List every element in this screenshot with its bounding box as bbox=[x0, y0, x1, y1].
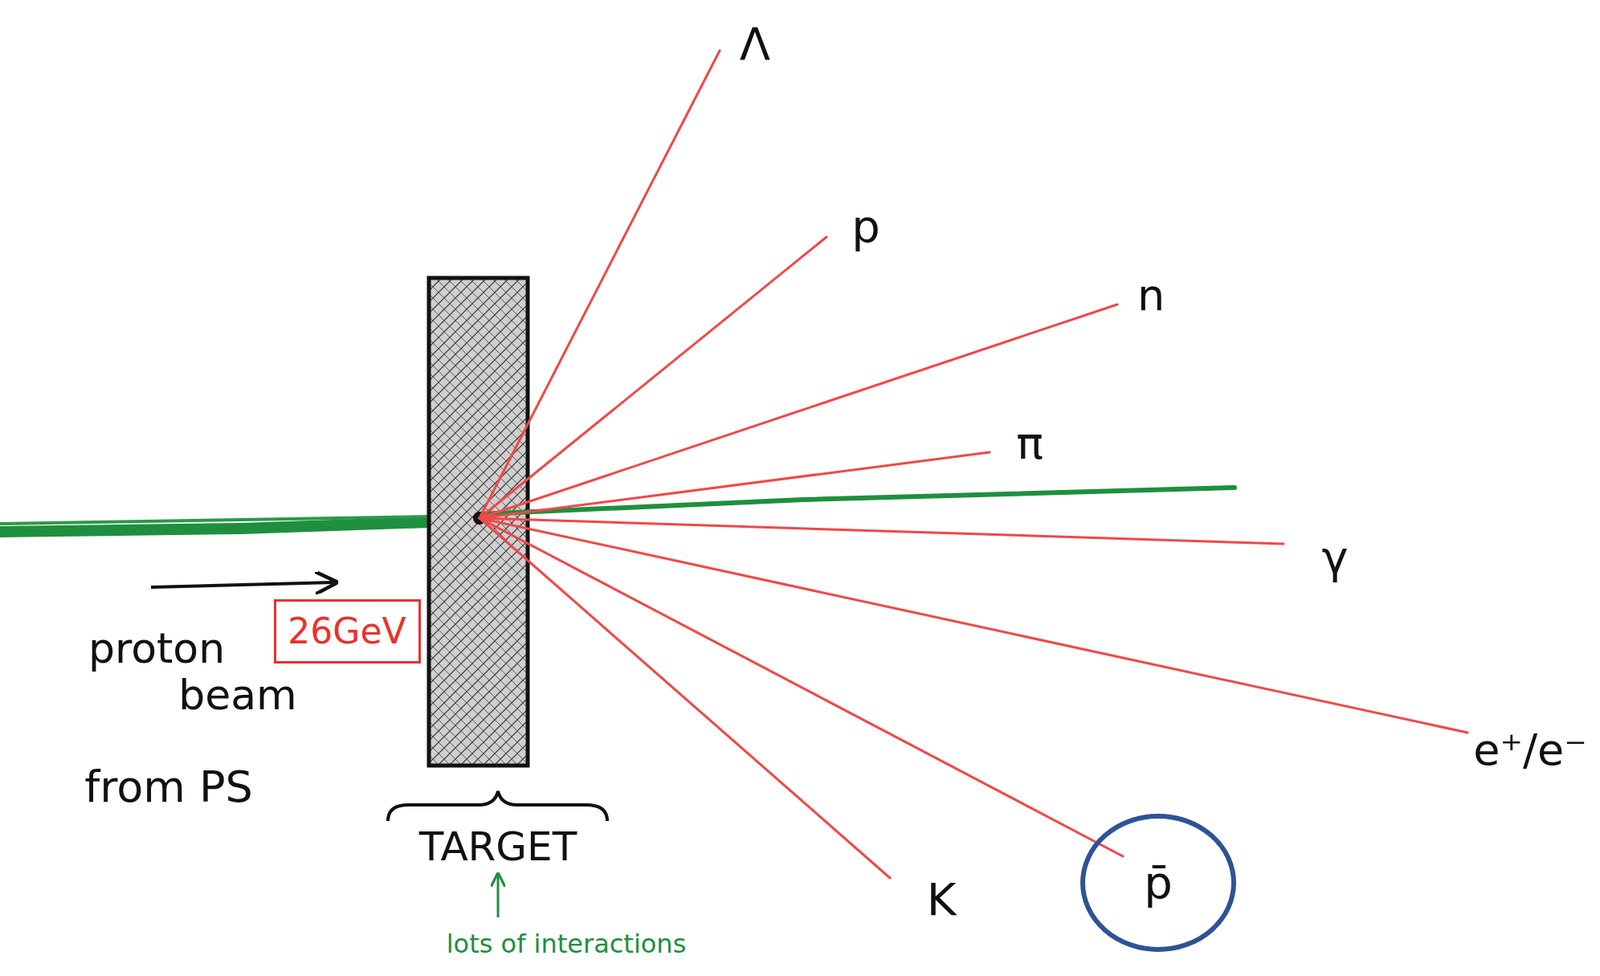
target-block bbox=[428, 277, 528, 766]
particle-label: p bbox=[851, 201, 881, 252]
target-label: TARGET bbox=[419, 824, 577, 870]
beam-label: proton bbox=[88, 625, 225, 672]
beam-label: beam bbox=[178, 672, 298, 719]
energy-box: 26GeV bbox=[273, 599, 421, 664]
particle-label: π bbox=[1016, 418, 1044, 469]
highlight-circle: p̄ bbox=[1079, 812, 1237, 953]
particle-label: γ bbox=[1321, 532, 1348, 583]
particle-label: Λ bbox=[739, 19, 771, 70]
particle-track bbox=[479, 304, 1118, 519]
pointer-arrow bbox=[497, 875, 500, 918]
particle-track bbox=[479, 236, 827, 519]
proton-beam bbox=[479, 487, 1235, 515]
particle-track bbox=[479, 518, 1468, 733]
note-label: lots of interactions bbox=[446, 930, 687, 959]
particle-label: e⁺/e⁻ bbox=[1473, 726, 1588, 774]
circle-outline bbox=[1082, 816, 1234, 950]
proton-beam bbox=[0, 516, 429, 524]
particle-track bbox=[479, 50, 720, 519]
brace bbox=[387, 791, 608, 821]
particle-track bbox=[479, 452, 990, 519]
particle-label: n bbox=[1137, 271, 1165, 319]
particle-track bbox=[479, 518, 1284, 544]
direction-arrow bbox=[151, 582, 334, 588]
node-text: 26GeV bbox=[287, 612, 406, 651]
node-text: p̄ bbox=[1143, 857, 1173, 908]
source-label: from PS bbox=[84, 763, 254, 811]
particle-label: K bbox=[926, 874, 957, 925]
